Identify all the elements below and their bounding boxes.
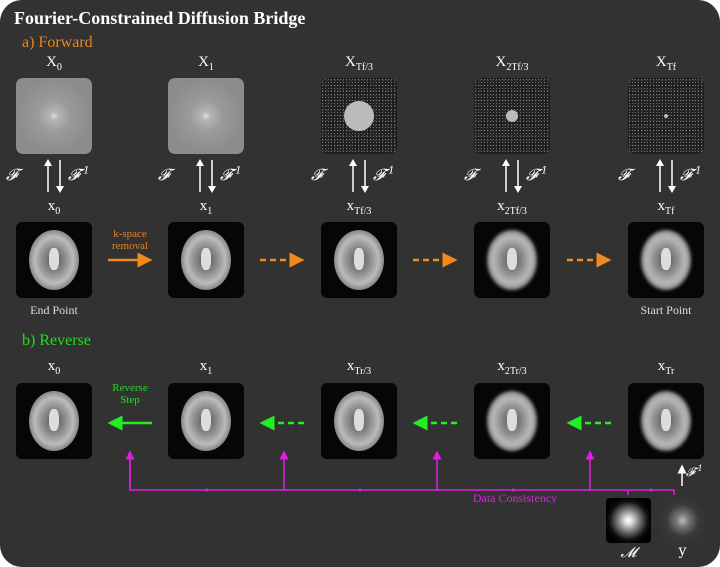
forward-heading: a) Forward [22,34,93,51]
end-point-label: End Point [30,303,78,317]
kspace-image [321,78,397,154]
image-label: xTf/3 [346,198,372,217]
reverse-brain-image [168,383,244,459]
reverse-heading: b) Reverse [22,332,91,349]
inverse-fourier-label: 𝓕-1 [526,165,548,184]
fourier-label: 𝓕 [311,165,323,184]
fourier-label: 𝓕 [158,165,170,184]
kspace-image [474,78,550,154]
measurement-label: y [678,543,687,559]
kspace-image [16,78,92,154]
image-label: x0 [47,198,61,217]
forward-brain-image [628,222,704,298]
kspace-label: X1 [198,54,214,73]
image-label: x1 [199,198,213,217]
forward-brain-image [474,222,550,298]
reverse-image-label: x2Tr/3 [497,358,527,377]
measurement-image [660,498,705,543]
reverse-image-label: xTr/3 [346,358,372,377]
fourier-label: 𝓕 [464,165,476,184]
start-point-label: Start Point [640,303,692,317]
fourier-arrows-icon [349,159,369,193]
diagram-title: Fourier-Constrained Diffusion Bridge [14,8,306,28]
fourier-label: 𝓕 [6,165,18,184]
reverse-image-label: x1 [199,358,213,377]
mask-label: 𝓜 [620,545,637,561]
fourier-arrows-icon [196,159,216,193]
fourier-arrows-icon [502,159,522,193]
kspace-label: X0 [46,54,62,73]
kspace-image [628,78,704,154]
inverse-fourier-label: 𝓕-1 [680,165,702,184]
reverse-brain-image [474,383,550,459]
forward-brain-image [321,222,397,298]
kspace-label: XTf/3 [344,54,374,73]
image-label: x2Tf/3 [497,198,527,217]
forward-brain-image [168,222,244,298]
image-label: xTf [657,198,675,217]
reverse-brain-image [628,383,704,459]
reverse-brain-image [16,383,92,459]
inverse-fourier-label: 𝓕-1 [686,464,703,479]
reverse-image-label: x0 [47,358,61,377]
kspace-label: X2Tf/3 [495,54,529,73]
kspace-label: XTf [655,54,677,73]
fourier-arrows-icon [656,159,676,193]
data-consistency-label: Data Consistency [472,491,558,505]
reverse-image-label: xTr [657,358,675,377]
inverse-fourier-label: 𝓕-1 [68,165,90,184]
data-consistency-lines [125,450,675,495]
kspace-image [168,78,244,154]
inverse-fourier-label: 𝓕-1 [373,165,395,184]
fourier-arrows-icon [44,159,64,193]
mask-image [606,498,651,543]
forward-brain-image [16,222,92,298]
fourier-label: 𝓕 [618,165,630,184]
inverse-fourier-label: 𝓕-1 [220,165,242,184]
reverse-brain-image [321,383,397,459]
